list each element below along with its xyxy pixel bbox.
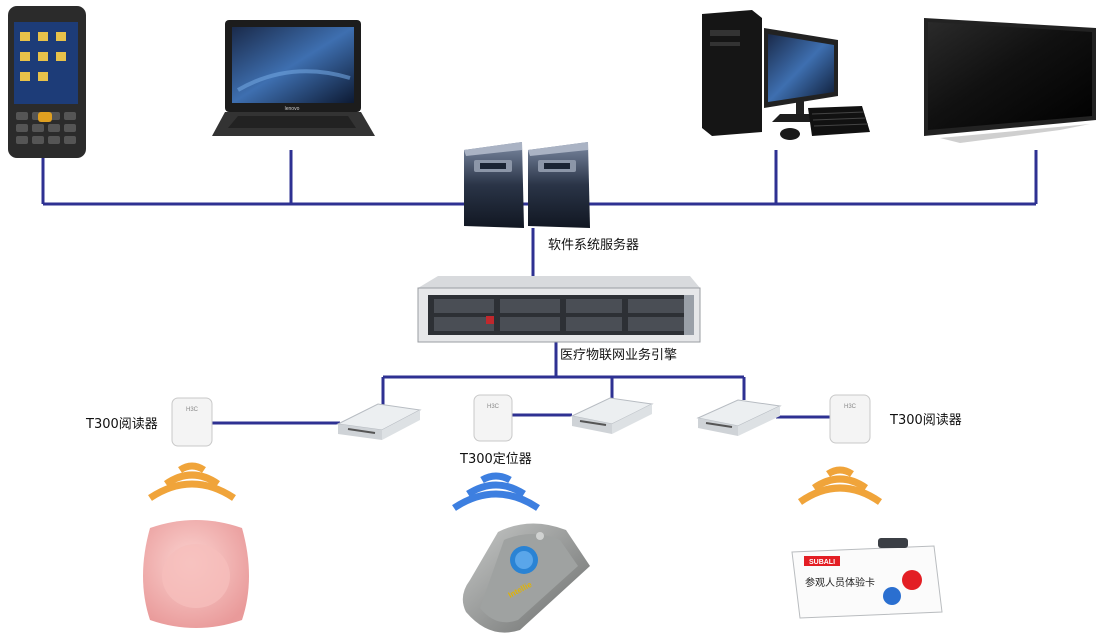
card-logo-text: SUBALI — [809, 559, 835, 566]
reader-left-brand: H3C — [186, 407, 199, 413]
desktop-computer-icon — [702, 10, 870, 140]
locator-brand: H3C — [487, 404, 500, 410]
reader-right-label: T300阅读器 — [889, 413, 962, 428]
pendant-tag-icon: Intellie — [462, 523, 590, 633]
access-point-2 — [570, 397, 654, 434]
rack-server-icon — [417, 276, 701, 343]
reader-right-brand: H3C — [844, 404, 857, 410]
signal-wave-left-icon — [148, 462, 236, 501]
server-tower-right — [528, 142, 590, 228]
tv-monitor-icon — [924, 18, 1096, 143]
access-point-1 — [336, 403, 422, 440]
iot-engine-label: 医疗物联网业务引擎 — [560, 347, 677, 363]
wristband-tag-icon — [143, 520, 249, 628]
locator-label: T300定位器 — [459, 452, 532, 467]
laptop-icon: lenovo — [212, 20, 375, 136]
laptop-brand-text: lenovo — [285, 106, 300, 112]
reader-right-icon: H3C — [829, 394, 871, 444]
visitor-card-icon: SUBALI 参观人员体验卡 — [791, 538, 943, 619]
locator-reader-icon: H3C — [473, 394, 513, 442]
reader-left-icon: H3C — [171, 397, 213, 447]
server-tower-left — [464, 142, 524, 228]
card-title-text: 参观人员体验卡 — [805, 576, 875, 589]
signal-wave-center-icon — [452, 472, 540, 511]
reader-left-label: T300阅读器 — [85, 417, 158, 432]
access-point-3 — [696, 399, 782, 436]
server-pair-icon — [464, 142, 590, 228]
handheld-terminal-icon — [8, 6, 86, 158]
software-server-label: 软件系统服务器 — [548, 237, 639, 253]
signal-wave-right-icon — [797, 466, 883, 505]
